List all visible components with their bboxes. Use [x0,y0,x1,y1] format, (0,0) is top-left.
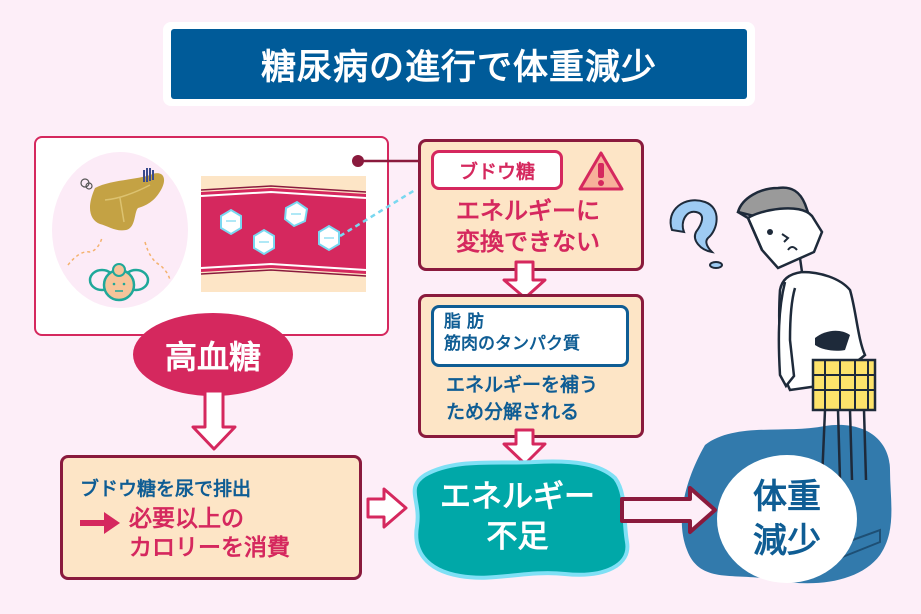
excretion-result-text: 必要以上の カロリーを消費 [129,505,290,563]
warning-triangle-icon [578,151,624,191]
right-arrow-icon [620,486,717,534]
excretion-line-2: 必要以上の [129,506,244,532]
excretion-line-1: ブドウ糖を尿で排出 [80,478,252,500]
glucose-tag: ブドウ糖 [431,150,563,190]
breakdown-tag-line-2: 筋肉のタンパク質 [444,334,580,354]
glucose-line-2: 変換できない [456,228,600,256]
right-arrow-icon [366,487,408,529]
weight-loss-line-2: 減少 [753,521,821,561]
glucose-molecule [220,208,242,236]
breakdown-line-1: エネルギーを補う [446,374,599,396]
insulin-character-illustration [88,263,150,302]
question-mark-icon [669,199,723,269]
down-arrow-icon [502,428,547,466]
high-blood-sugar-label: 高血糖 [164,337,261,376]
breakdown-box-text: エネルギーを補う ため分解される [446,372,638,426]
connector-line [339,155,420,238]
pancreas-illustration [52,152,188,308]
page-title: 糖尿病の進行で体重減少 [171,29,747,99]
breakdown-line-2: ため分解される [446,401,580,423]
down-arrow-icon [191,389,237,451]
weight-loss-node: 体重 減少 [717,455,857,583]
energy-shortage-text: エネルギー 不足 [415,467,620,567]
energy-shortage-blob [412,459,630,580]
blood-vessel-glucose-illustration [200,176,367,292]
excretion-line-3: カロリーを消費 [129,535,290,561]
breakdown-tag-line-1: 脂 肪 [444,312,484,332]
energy-shortage-line-1: エネルギー [440,479,595,515]
confused-thin-man-illustration [669,186,877,481]
glucose-line-1: エネルギーに [456,197,600,225]
breakdown-tag: 脂 肪 筋肉のタンパク質 [431,305,629,367]
weight-loss-line-1: 体重 [753,477,821,517]
high-blood-sugar-node: 高血糖 [133,313,293,396]
down-arrow-icon [502,260,547,300]
energy-shortage-line-2: 不足 [486,519,549,555]
glucose-tag-label: ブドウ糖 [458,160,535,183]
right-arrow-icon [80,512,120,534]
glucose-box-text: エネルギーに 変換できない [420,196,636,258]
